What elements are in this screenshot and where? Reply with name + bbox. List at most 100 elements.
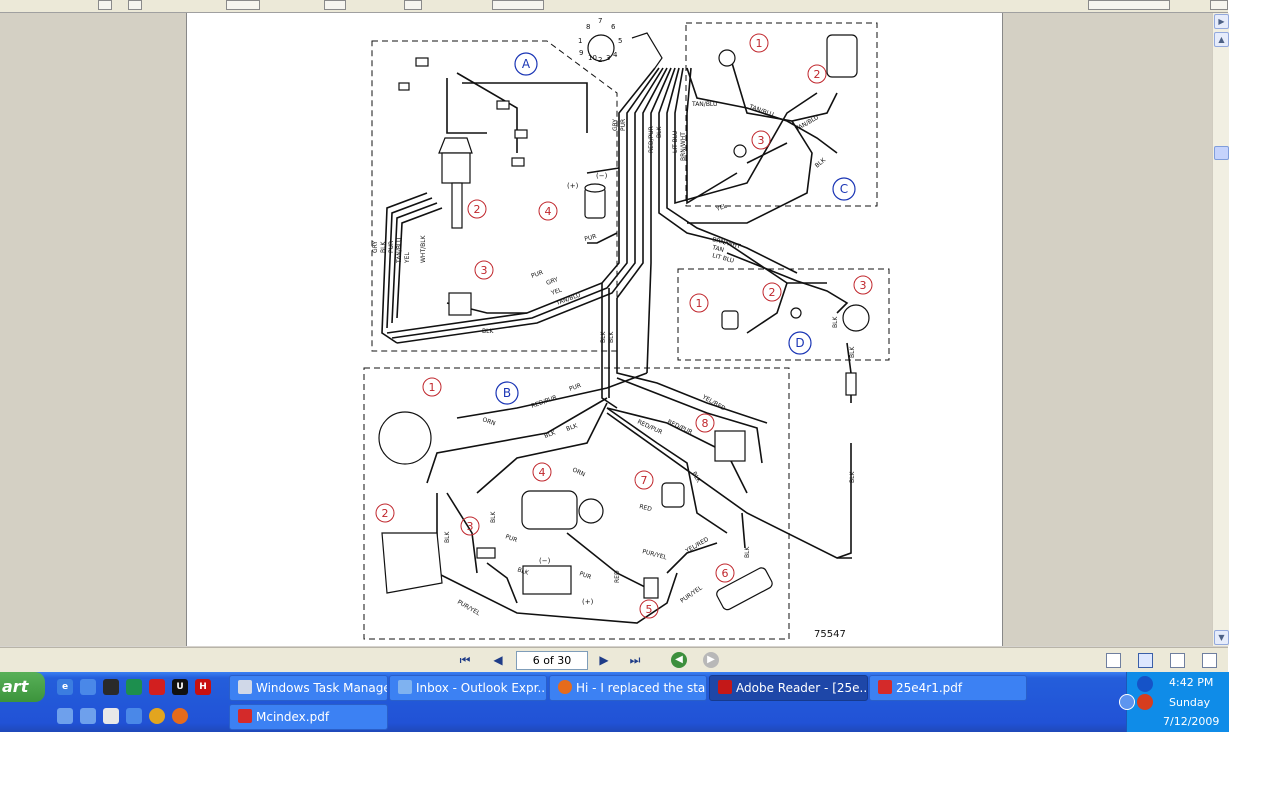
app-icon[interactable]	[103, 679, 119, 695]
clock-time[interactable]: 4:42 PM	[1169, 676, 1214, 689]
component-number: 3	[481, 264, 488, 277]
connector-pin: 7	[598, 17, 602, 25]
connector-pin: 9	[579, 49, 583, 57]
component-number: 5	[646, 603, 653, 616]
wire-label: GRY	[545, 276, 559, 287]
component-number: 2	[474, 203, 481, 216]
wire-label: RED/PUR	[648, 126, 655, 153]
search-field[interactable]	[1088, 0, 1170, 10]
component-number: 3	[860, 279, 867, 292]
wire-label: YEL	[549, 286, 563, 297]
wire-label: YEL	[404, 252, 411, 264]
wire-label: BLK	[444, 531, 451, 543]
bluetooth-icon[interactable]	[1137, 676, 1153, 692]
wire-label: BLK	[744, 546, 751, 558]
clock-date: 7/12/2009	[1163, 715, 1220, 728]
scroll-thumb[interactable]	[1214, 146, 1229, 160]
wire-label: PUR	[388, 241, 395, 253]
wire-label: BLK	[565, 422, 579, 433]
wire-label: BLK	[608, 331, 615, 343]
single-page-view-icon[interactable]	[1106, 653, 1121, 668]
scroll-top-icon[interactable]: ▶	[1214, 14, 1229, 29]
app-icon[interactable]: U	[172, 679, 188, 695]
document-pane[interactable]: 7 8 6 1 5 9 4 10 3 2 GRY BLK PUR TAN/BLU	[0, 13, 1212, 646]
facing-view-icon[interactable]	[1170, 653, 1185, 668]
app-icon[interactable]: H	[195, 679, 211, 695]
battery-polarity-label: (−)	[539, 557, 551, 565]
outlook-express-icon	[398, 680, 412, 694]
start-button[interactable]: art	[0, 672, 45, 702]
taskbar-item[interactable]: Inbox - Outlook Expr...	[389, 675, 547, 701]
app-icon[interactable]	[126, 708, 142, 724]
show-desktop-icon[interactable]	[57, 708, 73, 724]
group-letter: A	[522, 57, 531, 71]
vertical-scrollbar[interactable]: ▶ ▲ ▼	[1212, 13, 1229, 646]
pdf-icon	[878, 680, 892, 694]
adobe-reader-window: 7 8 6 1 5 9 4 10 3 2 GRY BLK PUR TAN/BLU	[0, 0, 1229, 673]
taskbar-item[interactable]: Hi - I replaced the sta...	[549, 675, 707, 701]
wire-label: BLK	[490, 511, 497, 523]
scroll-up-icon[interactable]: ▲	[1214, 32, 1229, 47]
toolbar-button[interactable]	[226, 0, 260, 10]
pdf-icon	[238, 709, 252, 723]
toolbar-button[interactable]	[324, 0, 346, 10]
chrome-icon[interactable]	[149, 708, 165, 724]
wire-label: PUR/YEL	[456, 599, 482, 618]
connector-pin: 1	[578, 37, 582, 45]
show-hidden-icons[interactable]	[1119, 694, 1135, 710]
component-number: 6	[722, 567, 729, 580]
wire-label: BLK	[543, 429, 557, 440]
coil-polarity-label: (+)	[567, 182, 579, 190]
battery-polarity-label: (+)	[582, 598, 594, 606]
firefox-icon[interactable]	[172, 708, 188, 724]
component-number: 1	[429, 381, 436, 394]
component-number: 8	[702, 417, 709, 430]
wire-label: BLK	[516, 566, 530, 577]
taskbar-item[interactable]: Mcindex.pdf	[229, 704, 388, 730]
toolbar-button[interactable]	[128, 0, 142, 10]
toolbar-button[interactable]	[1210, 0, 1228, 10]
wire-label: PUR	[504, 533, 518, 544]
app-icon[interactable]	[80, 679, 96, 695]
wire-label: GRY	[612, 119, 619, 131]
adobe-reader-icon	[718, 680, 732, 694]
last-page-icon[interactable]: ⏭	[629, 653, 641, 667]
wire-label: BLK	[690, 471, 702, 485]
taskbar-item[interactable]: Windows Task Manager	[229, 675, 388, 701]
wire-label: TAN	[711, 244, 725, 254]
next-page-icon[interactable]: ▶	[599, 653, 609, 667]
component-number: 2	[814, 68, 821, 81]
wire-label: PUR	[568, 382, 582, 393]
wire-label: YEL/RED	[684, 536, 711, 555]
wire-label: RED/PUR	[666, 418, 693, 436]
connector-pin: 3	[606, 54, 610, 62]
wire-label: BLK	[380, 241, 387, 253]
group-letter: B	[503, 386, 511, 400]
ie-icon[interactable]: e	[57, 679, 73, 695]
continuous-facing-view-icon[interactable]	[1202, 653, 1217, 668]
connector-pin: 10	[588, 54, 597, 62]
wire-label: PUR	[578, 570, 592, 581]
taskbar-item[interactable]: Adobe Reader - [25e...	[709, 675, 868, 701]
previous-view-icon[interactable]: ◀	[671, 652, 687, 668]
app-icon[interactable]	[80, 708, 96, 724]
previous-page-icon[interactable]: ◀	[493, 653, 503, 667]
continuous-view-icon[interactable]	[1138, 653, 1153, 668]
next-view-icon[interactable]: ▶	[703, 652, 719, 668]
app-icon[interactable]	[126, 679, 142, 695]
page-navigation-bar: ⏮ ◀ 6 of 30 ▶ ⏭ ◀ ▶	[0, 647, 1228, 673]
figure-number: 75547	[814, 629, 846, 640]
wire-label: BLK	[814, 156, 828, 169]
app-icon[interactable]	[1137, 694, 1153, 710]
app-icon[interactable]	[103, 708, 119, 724]
toolbar-button[interactable]	[98, 0, 112, 10]
taskbar-item[interactable]: 25e4r1.pdf	[869, 675, 1027, 701]
group-letter: C	[840, 182, 848, 196]
scroll-down-icon[interactable]: ▼	[1214, 630, 1229, 645]
toolbar-button[interactable]	[404, 0, 422, 10]
app-icon[interactable]	[149, 679, 165, 695]
page-number-field[interactable]: 6 of 30	[516, 651, 588, 670]
toolbar-field[interactable]	[492, 0, 544, 10]
first-page-icon[interactable]: ⏮	[459, 653, 471, 667]
wire-label: BLK	[849, 346, 856, 358]
